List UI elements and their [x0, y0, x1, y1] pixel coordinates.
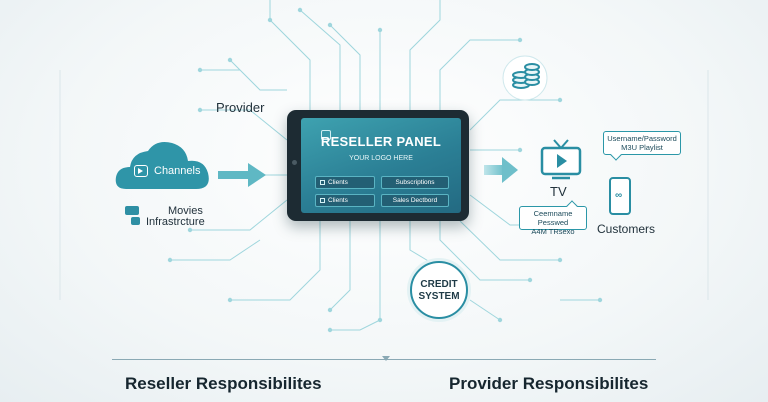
bubble-line-2: M3U Playlist: [621, 143, 663, 152]
credit-system-badge: CREDIT SYSTEM: [410, 261, 468, 319]
tv-label: TV: [550, 184, 567, 199]
infrastructure-label: Infrastrcture: [146, 216, 205, 228]
bubble-line-1: Username/Password: [607, 134, 677, 143]
clients-button-2[interactable]: Clients: [315, 194, 375, 207]
movies-label: Movies: [168, 205, 203, 217]
tv-play-icon: [134, 165, 148, 177]
subscriptions-button[interactable]: Subscriptions: [381, 176, 449, 189]
sales-dashboard-label: Sales Dectbord: [392, 197, 438, 204]
clients-button[interactable]: Clients: [315, 176, 375, 189]
customers-label: Customers: [597, 222, 656, 236]
reseller-panel-screen: RESELLER PANEL YOUR LOGO HERE Clients Su…: [301, 118, 461, 213]
movie-icon: [125, 206, 139, 215]
bubble2-line-1: Ceemname Pesswed: [533, 209, 573, 227]
divider-marker: [382, 356, 390, 361]
provider-label: Provider: [216, 100, 265, 115]
app-icon: ∞: [615, 190, 623, 201]
cloud-icon: Channels: [112, 135, 216, 195]
sales-dashboard-button[interactable]: Sales Dectbord: [381, 194, 449, 207]
camera-dot: [292, 160, 297, 165]
credentials-bubble: Username/Password M3U Playlist: [603, 131, 681, 161]
tv-icon: [540, 139, 582, 180]
faded-arrow-icon: [484, 157, 518, 183]
logo-icon: [321, 130, 331, 140]
subscriptions-label: Subscriptions: [395, 179, 435, 186]
clients-label-2: Clients: [328, 197, 348, 204]
coins-icon: [502, 55, 548, 101]
user-icon: [320, 198, 325, 203]
credentials-bubble-2: Ceemname Pesswed A4M TRsexo: [519, 200, 587, 236]
channels-label: Channels: [154, 165, 201, 177]
panel-title: RESELLER PANEL: [320, 134, 442, 149]
provider-responsibilities-heading: Provider Responsibilites: [449, 374, 649, 393]
server-icon: [131, 217, 140, 225]
clients-label: Clients: [328, 179, 348, 186]
phone-icon: ∞: [609, 177, 631, 215]
reseller-responsibilities-heading: Reseller Responsibilites: [125, 374, 322, 393]
bubble2-line-2: A4M TRsexo: [531, 227, 575, 236]
credit-line-1: CREDIT: [420, 279, 458, 290]
credit-line-2: SYSTEM: [418, 291, 460, 302]
logo-text: YOUR LOGO HERE: [349, 155, 413, 162]
users-icon: [320, 180, 325, 185]
arrow-right-icon: [218, 163, 266, 187]
reseller-panel-tablet: RESELLER PANEL YOUR LOGO HERE Clients Su…: [287, 110, 469, 221]
